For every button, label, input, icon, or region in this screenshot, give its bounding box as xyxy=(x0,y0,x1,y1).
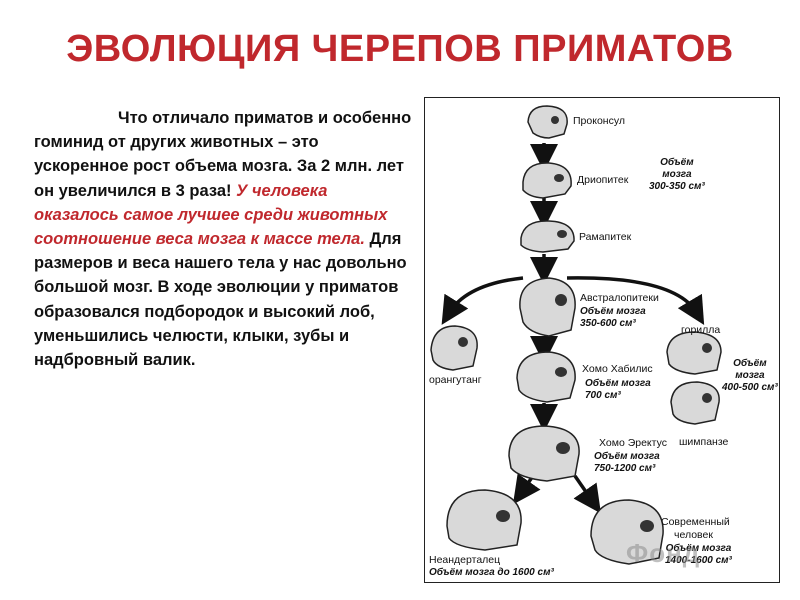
arrow-orangutan xyxy=(441,276,524,325)
dryopithecus-skull xyxy=(522,162,572,199)
homo-habilis-skull xyxy=(516,351,576,403)
volume-homo-erectus: Объём мозга 750-1200 см³ xyxy=(594,451,660,474)
skull-evolution-diagram: Проконсул Дриопитек Рамапитек Австралопи… xyxy=(424,97,780,583)
paragraph-text-2: Для размеров и веса нашего тела у нас до… xyxy=(34,230,407,370)
arrow-7 xyxy=(573,475,601,514)
paragraph-highlight: У человека оказалось самое лучшее среди … xyxy=(34,181,388,249)
volume-australopithecus: Объём мозга 350-600 см³ xyxy=(580,306,646,329)
homo-erectus-skull xyxy=(508,425,580,482)
label-orangutan: орангутанг xyxy=(429,374,482,386)
gorilla-skull xyxy=(666,331,722,375)
label-modern-human-2: человек xyxy=(674,529,713,541)
volume-dryopithecus: Объём мозга 300-350 см³ xyxy=(649,157,705,192)
orangutan-skull xyxy=(430,325,478,371)
paragraph-text-1: Что отличало приматов и особенно гоминид… xyxy=(34,109,412,200)
chimpanzee-skull xyxy=(670,381,720,425)
proconsul-skull xyxy=(527,105,568,139)
volume-apes: Объём мозга 400-500 см³ xyxy=(722,358,778,393)
arrow-gorilla xyxy=(566,276,705,326)
diagram-graphics xyxy=(430,105,722,565)
volume-neanderthal: Объём мозга до 1600 см³ xyxy=(429,567,554,578)
label-australopithecus: Австралопитеки xyxy=(580,292,659,304)
neanderthal-skull xyxy=(446,489,522,551)
label-dryopithecus: Дриопитек xyxy=(577,174,629,186)
label-chimpanzee: шимпанзе xyxy=(679,436,729,448)
label-neanderthal: Неандерталец xyxy=(429,554,501,566)
label-homo-erectus: Хомо Эректус xyxy=(599,437,667,449)
ramapithecus-skull xyxy=(520,220,575,253)
modern-human-skull xyxy=(590,499,664,565)
volume-modern-human: Объём мозга 1400-1600 см³ xyxy=(665,543,732,566)
label-gorilla: горилла xyxy=(681,324,721,336)
description-text: Что отличало приматов и особенно гоминид… xyxy=(34,106,414,372)
australopithecus-skull xyxy=(519,277,576,337)
label-proconsul: Проконсул xyxy=(573,115,625,127)
watermark: Фонд xyxy=(626,538,701,568)
label-ramapithecus: Рамапитек xyxy=(579,231,632,243)
label-modern-human-1: Современный xyxy=(661,516,730,528)
volume-homo-habilis: Объём мозга 700 см³ xyxy=(585,378,651,401)
page-title: ЭВОЛЮЦИЯ ЧЕРЕПОВ ПРИМАТОВ xyxy=(66,28,734,70)
label-homo-habilis: Хомо Хабилис xyxy=(582,363,653,375)
